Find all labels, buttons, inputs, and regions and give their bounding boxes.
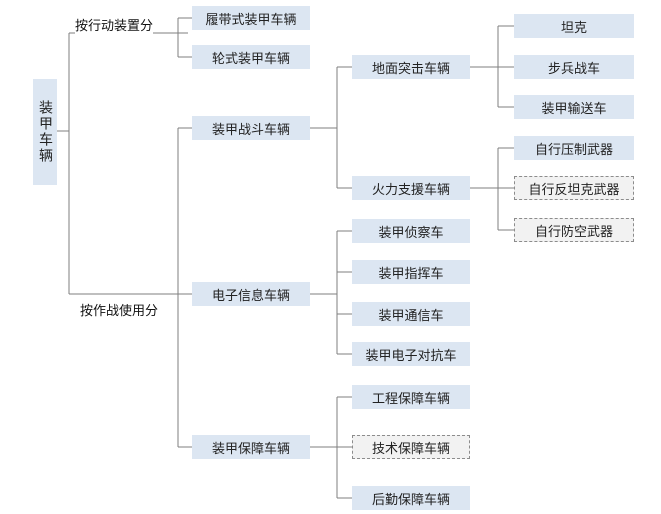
node-wheeled-vehicle: 轮式装甲车辆 [192,45,310,69]
category-label-use: 按作战使用分 [80,300,159,319]
leaf-apc: 装甲输送车 [514,95,634,119]
node-electronic-vehicle: 电子信息车辆 [192,282,310,306]
leaf-ifv: 步兵战车 [514,55,634,79]
leaf-logistics-vehicle: 后勤保障车辆 [352,486,470,510]
leaf-engineering-vehicle: 工程保障车辆 [352,385,470,409]
category-label-mobility: 按行动装置分 [75,15,154,34]
node-tracked-vehicle: 履带式装甲车辆 [192,6,310,30]
leaf-sp-artillery: 自行压制武器 [514,136,634,160]
node-assault-vehicle: 地面突击车辆 [352,55,470,79]
leaf-sp-antitank: 自行反坦克武器 [514,176,634,200]
leaf-ew-vehicle: 装甲电子对抗车 [352,342,470,366]
leaf-comms-vehicle: 装甲通信车 [352,302,470,326]
node-fire-support-vehicle: 火力支援车辆 [352,176,470,200]
node-combat-vehicle: 装甲战斗车辆 [192,116,310,140]
leaf-tank: 坦克 [514,14,634,38]
node-support-vehicle: 装甲保障车辆 [192,435,310,459]
leaf-technical-vehicle: 技术保障车辆 [352,435,470,459]
leaf-command-vehicle: 装甲指挥车 [352,260,470,284]
leaf-sp-antiair: 自行防空武器 [514,218,634,242]
root-node: 装甲车辆 [33,79,57,185]
leaf-recon-vehicle: 装甲侦察车 [352,219,470,243]
